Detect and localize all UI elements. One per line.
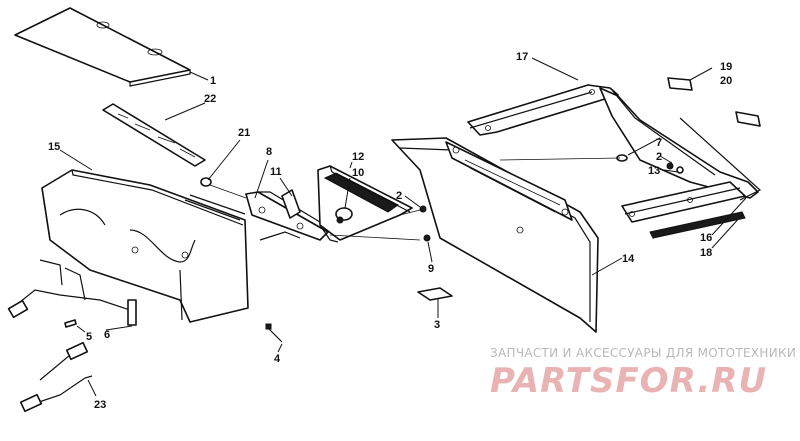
callout-19: 19 <box>720 61 732 73</box>
callout-16: 16 <box>700 232 712 244</box>
callout-1: 1 <box>210 75 216 87</box>
part-14-panel <box>391 137 599 333</box>
part-1-cover-plate <box>14 7 191 87</box>
watermark: ЗАПЧАСТИ И АКСЕССУАРЫ ДЛЯ МОТОТЕХНИКИ PA… <box>490 346 796 401</box>
callout-2-left: 2 <box>396 190 402 202</box>
alignment-lines <box>209 157 621 241</box>
part-11-bracket-arm <box>259 189 301 241</box>
callout-4: 4 <box>274 353 281 365</box>
callout-23: 23 <box>94 399 106 411</box>
part-16-lower-rail <box>621 181 746 223</box>
part-22-decal <box>102 103 206 167</box>
callout-17: 17 <box>516 51 528 63</box>
callout-13: 13 <box>648 165 660 177</box>
callout-9: 9 <box>428 263 434 275</box>
leader-lines <box>59 57 747 397</box>
part-18-rubber-strip <box>649 117 762 239</box>
callout-3: 3 <box>434 319 440 331</box>
callout-8: 8 <box>266 146 272 158</box>
part-3-pad <box>417 287 453 301</box>
part-6-clip <box>127 299 137 326</box>
part-15-housing <box>41 169 249 323</box>
callout-5: 5 <box>86 331 92 343</box>
callout-20: 20 <box>720 75 732 87</box>
callout-7: 7 <box>656 137 662 149</box>
part-21-screw <box>200 177 212 187</box>
watermark-brand: PARTSFOR.RU <box>490 361 767 401</box>
part-9-fastener <box>423 234 431 242</box>
part-17-frame-rail <box>467 84 759 199</box>
callout-18: 18 <box>700 247 712 259</box>
callout-22: 22 <box>204 93 216 105</box>
part-10-bulb <box>335 207 353 224</box>
callout-10: 10 <box>352 167 364 179</box>
part-2-nut-left <box>419 205 427 213</box>
part-2-nut-right <box>666 162 674 170</box>
callout-2-right: 2 <box>656 151 662 163</box>
part-20-plate <box>735 111 761 127</box>
watermark-subtitle: ЗАПЧАСТИ И АКСЕССУАРЫ ДЛЯ МОТОТЕХНИКИ <box>490 346 796 360</box>
part-12-taillight <box>317 165 413 243</box>
part-8-bracket <box>245 191 331 241</box>
part-4-bolt <box>265 323 283 343</box>
callout-12: 12 <box>352 151 364 163</box>
callout-21: 21 <box>238 127 250 139</box>
callout-15: 15 <box>48 141 60 153</box>
callout-14: 14 <box>622 253 635 265</box>
part-23-wiring-harness <box>7 259 131 413</box>
part-13-washer <box>676 166 684 174</box>
callout-labels: 1 22 15 21 8 11 12 10 2 9 3 4 5 6 23 14 … <box>48 51 732 411</box>
callout-11: 11 <box>270 166 282 178</box>
part-5-screw <box>64 319 77 328</box>
part-19-plate <box>667 77 693 91</box>
callout-6: 6 <box>104 329 110 341</box>
